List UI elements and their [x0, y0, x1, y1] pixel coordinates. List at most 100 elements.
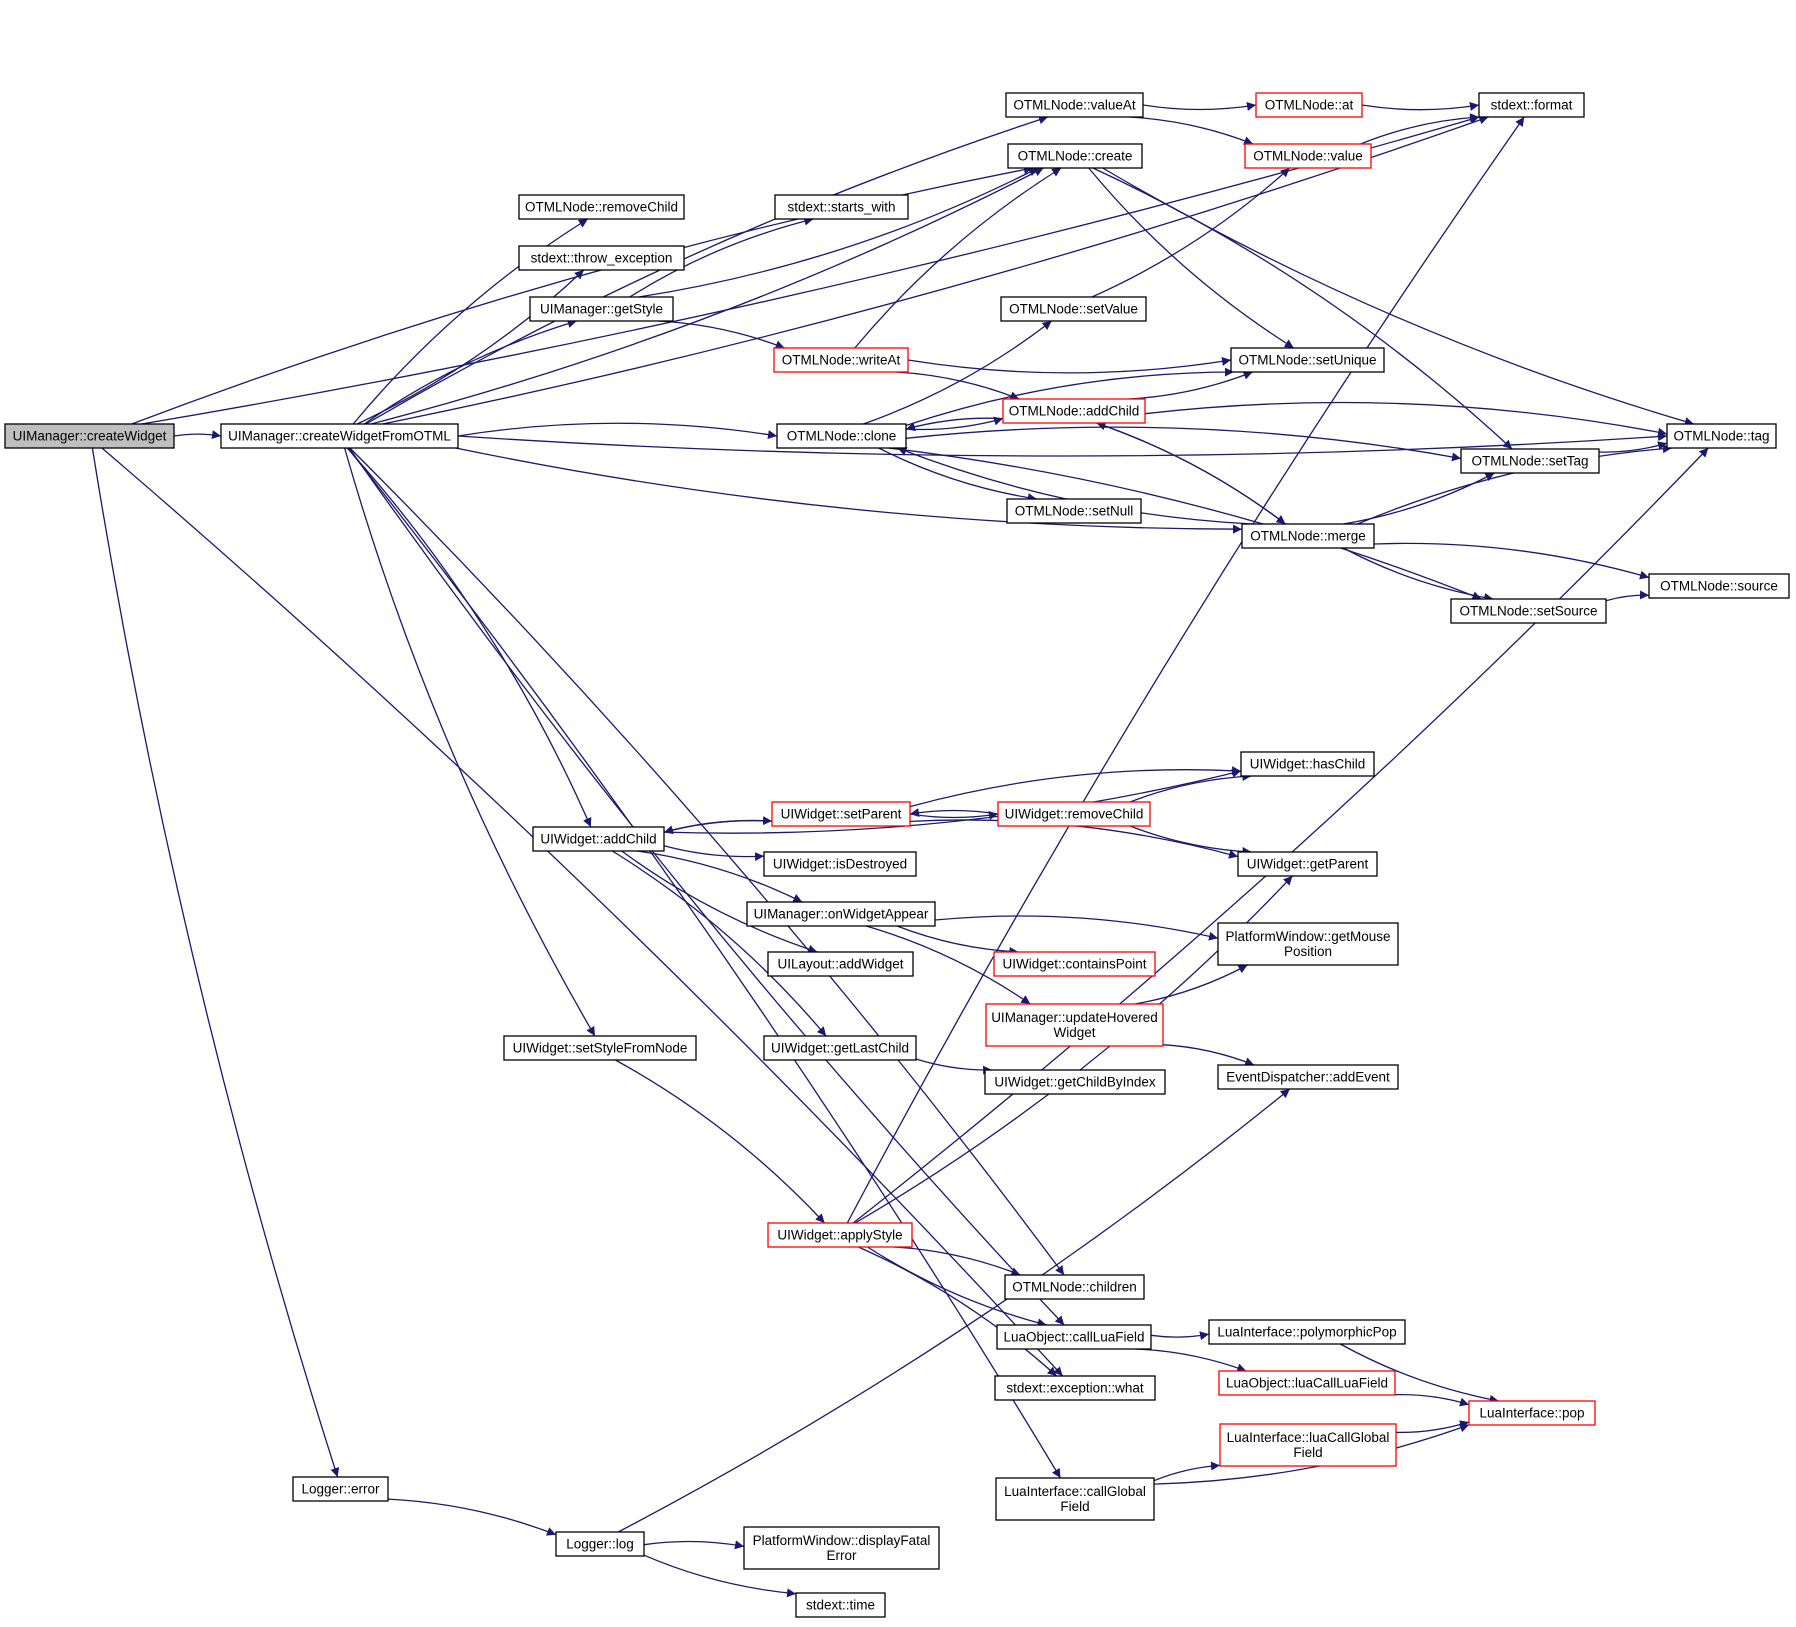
node-pop[interactable]: LuaInterface::pop — [1468, 1400, 1596, 1426]
node-exception-what[interactable]: stdext::exception::what — [994, 1375, 1156, 1401]
node-value-at[interactable]: OTMLNode::valueAt — [1005, 92, 1144, 118]
node-box — [1217, 922, 1399, 966]
node-add-child-widget[interactable]: UIWidget::addChild — [532, 826, 665, 852]
node-set-source[interactable]: OTMLNode::setSource — [1450, 598, 1607, 624]
node-box — [1648, 573, 1790, 599]
edge-on-widget-appear-to-get-mouse-position — [934, 915, 1219, 941]
node-logger-error[interactable]: Logger::error — [292, 1476, 389, 1502]
node-add-widget[interactable]: UILayout::addWidget — [767, 951, 914, 977]
node-throw-exception[interactable]: stdext::throw_exception — [518, 245, 685, 271]
edge-set-style-from-node-to-apply-style — [615, 1059, 826, 1224]
node-polymorphic-pop[interactable]: LuaInterface::polymorphicPop — [1208, 1319, 1406, 1345]
node-label: UIManager::updateHovered — [991, 1010, 1158, 1025]
node-label: Logger::error — [301, 1482, 380, 1497]
node-write-at[interactable]: OTMLNode::writeAt — [773, 347, 909, 373]
node-create[interactable]: OTMLNode::create — [1007, 143, 1143, 169]
node-box — [555, 1531, 645, 1557]
node-box — [996, 1324, 1152, 1350]
node-remove-child-otml[interactable]: OTMLNode::removeChild — [518, 194, 685, 220]
edge-call-lua-field-to-lua-call-lua-field — [1134, 1348, 1247, 1373]
node-box — [795, 1592, 886, 1618]
edge-apply-style-to-children — [894, 1246, 1021, 1276]
node-call-lua-field[interactable]: LuaObject::callLuaField — [996, 1324, 1152, 1350]
edge-merge-to-set-source — [1342, 547, 1494, 602]
edge-lua-call-global-field-to-pop — [1395, 1420, 1470, 1434]
node-box — [773, 347, 909, 373]
node-set-style-from-node[interactable]: UIWidget::setStyleFromNode — [503, 1035, 697, 1061]
edge-logger-log-to-time — [643, 1554, 797, 1598]
node-label: Widget — [1053, 1025, 1095, 1040]
node-children[interactable]: OTMLNode::children — [1004, 1274, 1145, 1300]
node-get-style[interactable]: UIManager::getStyle — [529, 296, 674, 322]
node-label: OTMLNode::clone — [787, 429, 897, 444]
node-box — [1468, 1400, 1596, 1426]
edge-create-widget-from-otml-to-create — [370, 167, 1044, 425]
node-is-destroyed[interactable]: UIWidget::isDestroyed — [763, 851, 917, 877]
nodes-layer: UIManager::createWidget UIManager::create… — [4, 92, 1790, 1618]
node-label: OTMLNode::merge — [1250, 529, 1366, 544]
node-apply-style[interactable]: UIWidget::applyStyle — [767, 1222, 913, 1248]
node-format[interactable]: stdext::format — [1478, 92, 1585, 118]
node-create-widget-from-otml[interactable]: UIManager::createWidgetFromOTML — [220, 423, 459, 449]
edges-layer — [91, 101, 1709, 1598]
edge-create-widget-to-logger-error — [91, 447, 340, 1478]
node-box — [994, 1375, 1156, 1401]
node-clone[interactable]: OTMLNode::clone — [776, 423, 907, 449]
edge-value-at-to-at — [1142, 101, 1257, 111]
node-starts-with[interactable]: stdext::starts_with — [774, 194, 909, 220]
node-box — [292, 1476, 389, 1502]
node-set-parent[interactable]: UIWidget::setParent — [771, 801, 911, 827]
node-set-value[interactable]: OTMLNode::setValue — [1000, 296, 1147, 322]
node-logger-log[interactable]: Logger::log — [555, 1531, 645, 1557]
node-label: OTMLNode::writeAt — [782, 353, 901, 368]
edge-create-widget-from-otml-to-tag — [457, 432, 1668, 457]
node-on-widget-appear[interactable]: UIManager::onWidgetAppear — [746, 901, 936, 927]
node-get-last-child[interactable]: UIWidget::getLastChild — [763, 1035, 917, 1061]
node-get-parent[interactable]: UIWidget::getParent — [1237, 851, 1378, 877]
node-set-null[interactable]: OTMLNode::setNull — [1006, 498, 1142, 524]
node-box — [1000, 296, 1147, 322]
node-create-widget[interactable]: UIManager::createWidget — [4, 423, 175, 449]
edge-create-widget-from-otml-to-children — [349, 447, 1065, 1276]
node-set-unique[interactable]: OTMLNode::setUnique — [1230, 347, 1385, 373]
node-label: UIWidget::setStyleFromNode — [513, 1041, 688, 1056]
edge-on-widget-appear-to-update-hovered-widget — [866, 925, 1031, 1005]
node-add-child-otml[interactable]: OTMLNode::addChild — [1002, 398, 1146, 424]
node-label: OTMLNode::setSource — [1459, 604, 1597, 619]
node-has-child[interactable]: UIWidget::hasChild — [1240, 751, 1375, 777]
node-label: UIManager::getStyle — [540, 302, 663, 317]
node-label: OTMLNode::addChild — [1009, 404, 1140, 419]
node-value[interactable]: OTMLNode::value — [1244, 143, 1372, 169]
node-box — [746, 901, 936, 927]
node-contains-point[interactable]: UIWidget::containsPoint — [993, 951, 1156, 977]
node-box — [774, 194, 909, 220]
node-label: Field — [1293, 1445, 1322, 1460]
node-source[interactable]: OTMLNode::source — [1648, 573, 1790, 599]
node-label: OTMLNode::source — [1660, 579, 1778, 594]
node-lua-call-lua-field[interactable]: LuaObject::luaCallLuaField — [1218, 1370, 1396, 1396]
node-time[interactable]: stdext::time — [795, 1592, 886, 1618]
node-box — [1450, 598, 1607, 624]
edge-get-style-to-starts-with — [629, 216, 814, 298]
node-box — [1217, 1064, 1399, 1090]
edge-set-tag-to-tag — [1598, 441, 1668, 453]
edge-write-at-to-create — [854, 167, 1062, 349]
node-merge[interactable]: OTMLNode::merge — [1241, 523, 1375, 549]
node-box — [993, 951, 1156, 977]
node-at[interactable]: OTMLNode::at — [1255, 92, 1363, 118]
node-label: LuaInterface::luaCallGlobal — [1227, 1430, 1390, 1445]
node-label: stdext::throw_exception — [531, 251, 673, 266]
edge-create-widget-from-otml-to-throw-exception — [356, 269, 585, 425]
node-label: UIWidget::getLastChild — [771, 1041, 909, 1056]
node-add-event[interactable]: EventDispatcher::addEvent — [1217, 1064, 1399, 1090]
node-tag[interactable]: OTMLNode::tag — [1666, 423, 1777, 449]
node-get-child-by-index[interactable]: UIWidget::getChildByIndex — [984, 1069, 1166, 1095]
node-remove-child-widget[interactable]: UIWidget::removeChild — [997, 801, 1151, 827]
node-set-tag[interactable]: OTMLNode::setTag — [1460, 448, 1600, 474]
edge-create-to-set-tag — [1092, 167, 1513, 450]
